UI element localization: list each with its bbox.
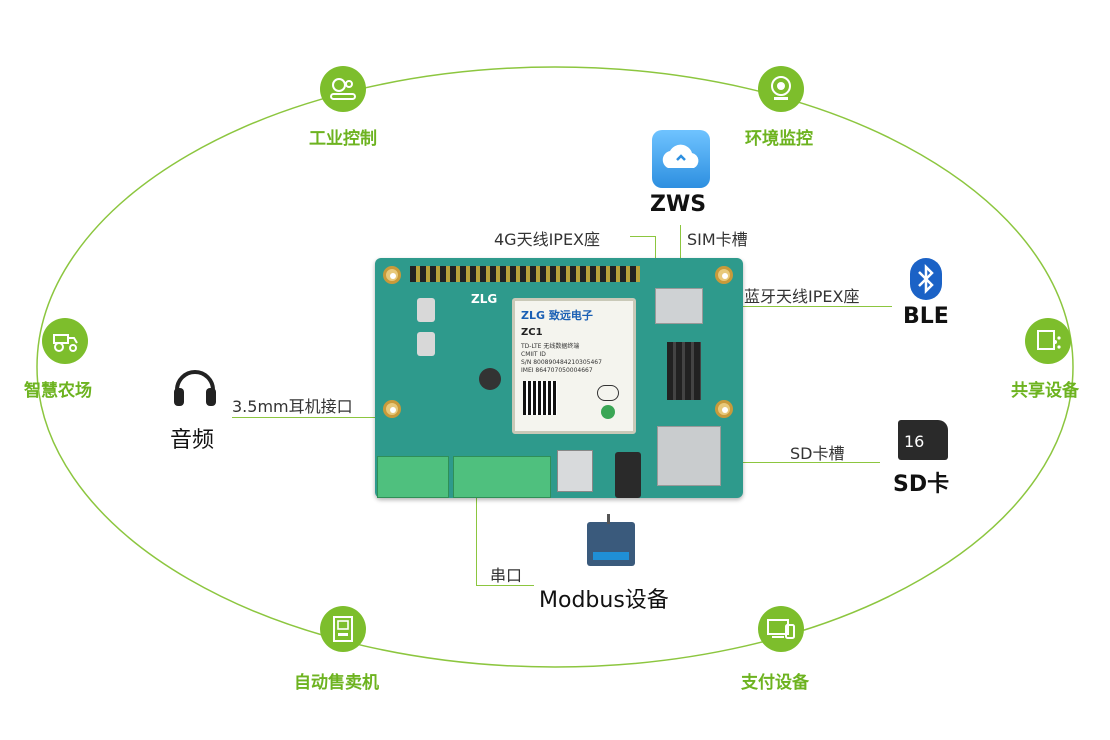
mount-hole [715, 400, 733, 418]
app-label-vending-machine: 自动售卖机 [294, 673, 379, 693]
callout-audio-jack: 3.5mm耳机接口 [232, 397, 353, 416]
modbus-device-icon [587, 514, 635, 566]
gear-conveyor-icon [320, 66, 366, 112]
bluetooth-icon [910, 258, 942, 300]
headphones-icon [170, 360, 220, 414]
gpio-header [410, 266, 640, 282]
usb-port [557, 450, 593, 492]
capacitor [417, 332, 435, 356]
module-model: ZC1 [521, 327, 543, 338]
app-label-industrial-control: 工业控制 [309, 129, 377, 149]
ccc-mark-icon [597, 385, 619, 401]
terminal-block [453, 456, 551, 498]
device-label-zws: ZWS [650, 192, 707, 217]
app-label-smart-agriculture: 智慧农场 [24, 381, 92, 401]
qr-code [523, 381, 557, 415]
tractor-icon [42, 318, 88, 364]
terminal-block [377, 456, 449, 498]
board-logo: ZLG [471, 292, 498, 306]
sd-card-capacity: 16 [904, 432, 925, 451]
vending-machine-icon [320, 606, 366, 652]
module-cmiit: CMIIT ID [521, 351, 546, 358]
zc1-module: ZLG 致远电子 ZC1 TD-LTE 无线数据终端 CMIIT ID S/N … [512, 298, 636, 434]
mount-hole [383, 400, 401, 418]
callout-serial: 串口 [490, 566, 523, 585]
mount-hole [715, 266, 733, 284]
camera-icon [758, 66, 804, 112]
sd-slot [657, 426, 721, 486]
app-label-env-monitoring: 环境监控 [745, 129, 813, 149]
callout-sim-slot: SIM卡槽 [687, 230, 748, 249]
app-label-shared-devices: 共享设备 [1011, 381, 1079, 401]
cert-mark-icon [601, 405, 615, 419]
sim-slot [655, 288, 703, 324]
pcb-board: ZLG ZLG 致远电子 ZC1 TD-LTE 无线数据终端 CMIIT ID … [375, 258, 743, 498]
callout-sd-slot: SD卡槽 [790, 444, 845, 463]
app-label-payment-devices: 支付设备 [741, 673, 809, 693]
sd-card-icon: 16 [898, 420, 948, 460]
cloud-icon [652, 130, 710, 188]
inductor [479, 368, 501, 390]
device-label-audio: 音频 [170, 428, 215, 453]
mount-hole [383, 266, 401, 284]
module-brand: ZLG 致远电子 [521, 309, 593, 322]
share-device-icon [1025, 318, 1071, 364]
capacitor [417, 298, 435, 322]
module-sn: S/N 800890484210305467 [521, 359, 602, 366]
audio-jack [615, 452, 641, 498]
device-label-ble: BLE [903, 304, 949, 329]
module-desc: TD-LTE 无线数据终端 [521, 343, 580, 350]
callout-4g-antenna: 4G天线IPEX座 [494, 230, 601, 249]
module-imei: IMEI 864707050004667 [521, 367, 593, 374]
jumper-header [667, 342, 701, 400]
callout-bt-antenna: 蓝牙天线IPEX座 [744, 287, 860, 306]
device-label-sd-card: SD卡 [893, 472, 950, 497]
device-label-modbus: Modbus设备 [539, 588, 669, 613]
pos-terminal-icon [758, 606, 804, 652]
